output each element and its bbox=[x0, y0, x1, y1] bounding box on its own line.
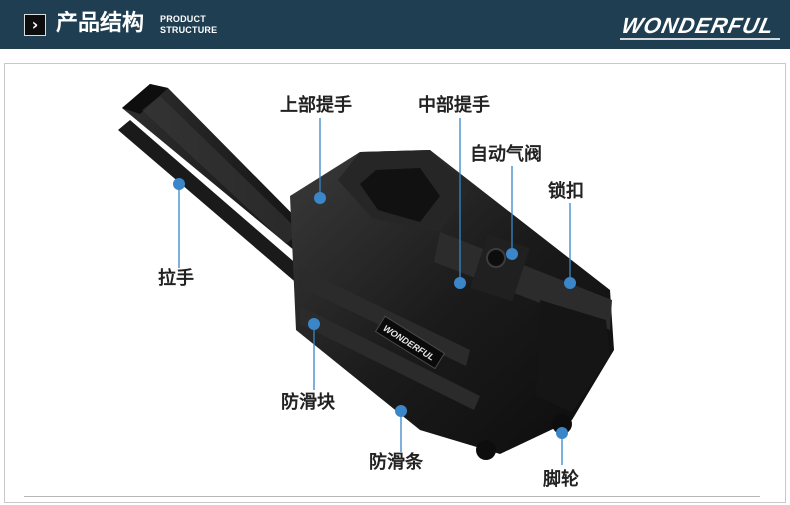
marker-wheels bbox=[556, 427, 568, 439]
marker-anti-slip-strip bbox=[395, 405, 407, 417]
marker-pull-handle bbox=[173, 178, 185, 190]
leader-lines bbox=[178, 118, 571, 465]
marker-middle-handle bbox=[454, 277, 466, 289]
chevron-right-icon: › bbox=[24, 14, 46, 36]
callout-top-handle: 上部提手 bbox=[280, 95, 352, 116]
callout-anti-slip-strip: 防滑条 bbox=[369, 452, 423, 473]
callout-middle-handle: 中部提手 bbox=[418, 95, 490, 116]
callout-pull-handle: 拉手 bbox=[158, 268, 194, 289]
subtitle-line-2: STRUCTURE bbox=[160, 25, 218, 35]
brand-underline bbox=[620, 38, 780, 40]
marker-latch bbox=[564, 277, 576, 289]
pull-handle-graphic bbox=[118, 84, 330, 298]
callout-wheels: 脚轮 bbox=[543, 469, 579, 490]
marker-dots bbox=[173, 178, 576, 439]
header-bar: › 产品结构 PRODUCT STRUCTURE WONDERFUL bbox=[0, 0, 790, 49]
content-panel bbox=[4, 63, 786, 503]
case-body-graphic: WONDERFUL bbox=[290, 150, 614, 460]
bottom-divider bbox=[24, 496, 760, 497]
callout-latch: 锁扣 bbox=[548, 181, 584, 202]
callout-auto-valve: 自动气阀 bbox=[470, 144, 542, 165]
subtitle-line-1: PRODUCT bbox=[160, 14, 206, 24]
marker-top-handle bbox=[314, 192, 326, 204]
section-title: 产品结构 bbox=[56, 11, 145, 36]
marker-auto-valve bbox=[506, 248, 518, 260]
callout-anti-slip-pad: 防滑块 bbox=[281, 392, 335, 413]
section-subtitle: PRODUCT STRUCTURE bbox=[160, 14, 217, 36]
marker-anti-slip-pad bbox=[308, 318, 320, 330]
